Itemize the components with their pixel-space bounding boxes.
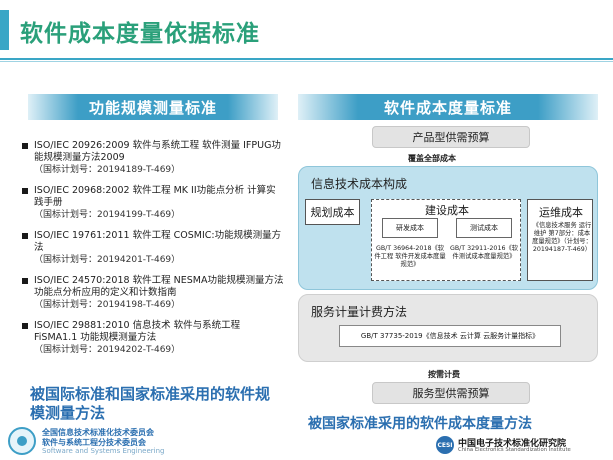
committee-name-english: Software and Systems Engineering (42, 447, 165, 455)
on-demand-billing-label: 按需计费 (428, 370, 460, 379)
header-divider (0, 58, 613, 60)
cesi-name-english: China Electronics Standardization Instit… (458, 447, 571, 453)
test-cost-standard: GB/T 32911-2016《软件测试成本度量规范》 (449, 245, 519, 260)
square-bullet-icon (22, 323, 28, 329)
ops-cost-box: 运维成本 《信息技术服务 运行维护 第7部分：成本度量规范》（计划号：20194… (527, 199, 593, 281)
committee-logo-icon (8, 427, 36, 455)
standard-plan-number: （国标计划号：20194189-T-469） (34, 165, 181, 175)
square-bullet-icon (22, 143, 28, 149)
square-bullet-icon (22, 188, 28, 194)
square-bullet-icon (22, 233, 28, 239)
functional-size-standards-list: ISO/IEC 20926:2009 软件与系统工程 软件测量 IFPUG功能规… (22, 140, 284, 365)
product-budget-box: 产品型供需预算 (372, 126, 530, 148)
service-billing-panel: 服务计量计费方法 GB/T 37735-2019《信息技术 云计算 云服务计量指… (298, 294, 598, 362)
cesi-footer: CESI 中国电子技术标准化研究院 China Electronics Stan… (436, 436, 611, 458)
header-accent-bar (0, 10, 9, 50)
cesi-logo-icon: CESI (436, 436, 454, 454)
standard-title: ISO/IEC 20968:2002 软件工程 MK II功能点分析 计算实践手… (34, 185, 276, 208)
dev-cost-standard: GB/T 36964-2018《软件工程 软件开发成本度量规范》 (374, 245, 446, 268)
cesi-name: 中国电子技术标准化研究院 (458, 439, 567, 449)
cover-all-cost-label: 覆盖全部成本 (408, 154, 456, 163)
page-title: 软件成本度量依据标准 (20, 21, 260, 47)
it-cost-composition-panel: 信息技术成本构成 规划成本 建设成本 研发成本 测试成本 GB/T 36964-… (298, 166, 598, 290)
dev-cost-box: 研发成本 (382, 218, 438, 238)
right-section-caption: 被国家标准采用的软件成本度量方法 (308, 416, 532, 432)
list-item: ISO/IEC 29881:2010 信息技术 软件与系统工程 FiSMA1.1… (22, 320, 284, 356)
standard-plan-number: （国标计划号：20194199-T-469） (34, 210, 181, 220)
committee-name-line2: 软件与系统工程分技术委员会 (42, 438, 146, 447)
header-divider-thin (0, 61, 613, 62)
slide-header: 软件成本度量依据标准 (0, 0, 613, 62)
service-billing-title: 服务计量计费方法 (311, 305, 408, 319)
plan-cost-box: 规划成本 (305, 199, 360, 225)
standard-plan-number: （国标计划号：20194202-T-469） (34, 345, 181, 355)
ops-cost-title: 运维成本 (539, 206, 583, 219)
standard-title: ISO/IEC 20926:2009 软件与系统工程 软件测量 IFPUG功能规… (34, 140, 281, 163)
it-cost-title: 信息技术成本构成 (311, 177, 408, 191)
standard-title: ISO/IEC 19761:2011 软件工程 COSMIC:功能规模测量方法 (34, 230, 282, 253)
list-item: ISO/IEC 24570:2018 软件工程 NESMA功能规模测量方法 功能… (22, 275, 284, 311)
standard-title: ISO/IEC 29881:2010 信息技术 软件与系统工程 FiSMA1.1… (34, 320, 241, 343)
list-item: ISO/IEC 20968:2002 软件工程 MK II功能点分析 计算实践手… (22, 185, 284, 221)
build-cost-title: 建设成本 (425, 204, 469, 217)
committee-name-line1: 全国信息技术标准化技术委员会 (42, 428, 154, 437)
left-section-caption: 被国际标准和国家标准采用的软件规模测量方法 (30, 385, 271, 422)
left-section-banner: 功能规模测量标准 (28, 94, 278, 120)
standard-plan-number: （国标计划号：20194201-T-469） (34, 255, 181, 265)
service-billing-standard: GB/T 37735-2019《信息技术 云计算 云服务计量指标》 (339, 325, 561, 347)
build-cost-box: 建设成本 研发成本 测试成本 GB/T 36964-2018《软件工程 软件开发… (371, 199, 521, 281)
list-item: ISO/IEC 19761:2011 软件工程 COSMIC:功能规模测量方法 … (22, 230, 284, 266)
standard-title: ISO/IEC 24570:2018 软件工程 NESMA功能规模测量方法 功能… (34, 275, 284, 298)
standard-plan-number: （国标计划号：20194198-T-469） (34, 300, 181, 310)
list-item: ISO/IEC 20926:2009 软件与系统工程 软件测量 IFPUG功能规… (22, 140, 284, 176)
ops-cost-standard: 《信息技术服务 运行维护 第7部分：成本度量规范》（计划号：20194187-T… (532, 222, 592, 253)
test-cost-box: 测试成本 (456, 218, 512, 238)
committee-footer: 全国信息技术标准化技术委员会 软件与系统工程分技术委员会 Software an… (4, 425, 254, 459)
right-section-banner: 软件成本度量标准 (298, 94, 598, 120)
service-budget-box: 服务型供需预算 (372, 382, 530, 404)
square-bullet-icon (22, 278, 28, 284)
